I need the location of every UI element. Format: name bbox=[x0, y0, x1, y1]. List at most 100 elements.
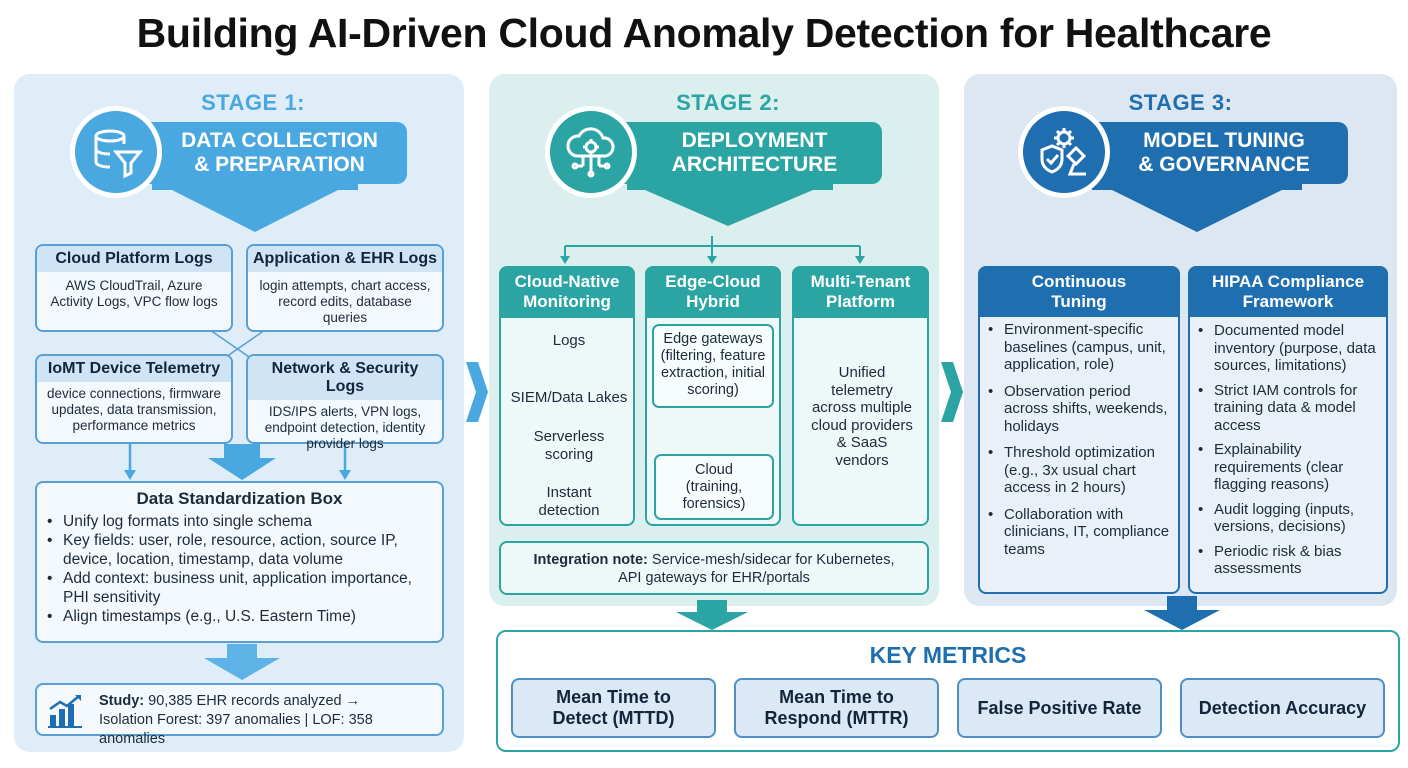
card-title: Cloud Platform Logs bbox=[37, 246, 231, 272]
arrowhead bbox=[707, 256, 717, 264]
metric-detection-accuracy: Detection Accuracy bbox=[1180, 678, 1385, 738]
card-title-line2: Monitoring bbox=[523, 292, 611, 311]
card-title: Edge-Cloud Hybrid bbox=[647, 268, 779, 318]
list-item: Add context: business unit, application … bbox=[41, 569, 436, 607]
gear-shield-gavel-icon bbox=[1018, 106, 1110, 198]
card-title-line1: Edge-Cloud bbox=[665, 272, 761, 291]
card-body: IDS/IPS alerts, VPN logs, endpoint detec… bbox=[264, 404, 426, 451]
stage3-banner-line1: MODEL TUNING bbox=[1143, 129, 1305, 152]
study-line2: Isolation Forest: 397 anomalies | LOF: 3… bbox=[99, 712, 373, 747]
flow-step: SIEM/Data Lakes bbox=[510, 389, 628, 406]
stage2-to-metrics-arrow bbox=[676, 600, 748, 630]
list-item: Collaboration with clinicians, IT, compl… bbox=[982, 506, 1174, 559]
list-item: Align timestamps (e.g., U.S. Eastern Tim… bbox=[41, 607, 436, 626]
list-item: Documented model inventory (purpose, dat… bbox=[1192, 322, 1382, 375]
card-body: device connections, firmware updates, da… bbox=[46, 386, 222, 433]
stage1-banner-line2: & PREPARATION bbox=[194, 153, 365, 176]
integration-note: Integration note: Service-mesh/sidecar f… bbox=[499, 541, 929, 595]
list-item: Environment-specific baselines (campus, … bbox=[982, 321, 1174, 374]
list-item: Strict IAM controls for training data & … bbox=[1192, 382, 1382, 435]
tuning-list: Environment-specific baselines (campus, … bbox=[980, 317, 1178, 558]
arrowhead bbox=[855, 256, 865, 264]
list-item: Audit logging (inputs, versions, decisio… bbox=[1192, 501, 1382, 536]
card-cloud-native-monitoring: Cloud-Native Monitoring Logs SIEM/Data L… bbox=[499, 266, 635, 526]
metric-line2: Respond (MTTR) bbox=[764, 708, 909, 728]
card-title: Cloud-Native Monitoring bbox=[501, 268, 633, 318]
card-title-line2: Hybrid bbox=[686, 292, 740, 311]
list-item: Observation period across shifts, weeken… bbox=[982, 383, 1174, 436]
flow-step: Serverless scoring bbox=[533, 428, 605, 463]
stage2-label: STAGE 2: bbox=[676, 90, 780, 115]
stage3-to-metrics-arrow bbox=[1144, 596, 1220, 630]
card-title-line2: Tuning bbox=[1051, 292, 1107, 311]
metric-line1: Mean Time to bbox=[556, 687, 671, 707]
study-arrow bbox=[204, 644, 280, 680]
database-filter-icon bbox=[70, 106, 162, 198]
card-title-line1: Multi-Tenant bbox=[810, 272, 911, 291]
integration-label: Integration note: bbox=[533, 552, 648, 568]
list-item: Unify log formats into single schema bbox=[41, 512, 436, 531]
arrowhead bbox=[124, 470, 136, 480]
bar-chart-icon bbox=[47, 693, 83, 729]
card-continuous-tuning: Continuous Tuning Environment-specific b… bbox=[978, 266, 1180, 594]
arrowhead bbox=[560, 256, 570, 264]
stage2-banner-arrow bbox=[627, 184, 833, 226]
arrowhead bbox=[339, 470, 351, 480]
metric-false-positive-rate: False Positive Rate bbox=[957, 678, 1162, 738]
card-application-ehr-logs: Application & EHR Logs login attempts, c… bbox=[246, 244, 444, 332]
card-multi-tenant-platform: Multi-Tenant Platform Unified telemetry … bbox=[792, 266, 929, 526]
study-text: Study: 90,385 EHR records analyzed → Iso… bbox=[99, 692, 439, 749]
card-title-line1: HIPAA Compliance bbox=[1211, 272, 1365, 291]
stage3-banner-arrow bbox=[1092, 184, 1302, 232]
card-title-line1: Continuous bbox=[1031, 272, 1127, 291]
study-label: Study: bbox=[99, 693, 145, 709]
data-standardization-box: Data Standardization Box Unify log forma… bbox=[35, 481, 444, 643]
standardization-list: Unify log formats into single schema Key… bbox=[37, 509, 442, 626]
stage3-label: STAGE 3: bbox=[1128, 90, 1233, 115]
card-title: Continuous Tuning bbox=[980, 268, 1178, 317]
stage2-banner-line1: DEPLOYMENT bbox=[681, 129, 828, 152]
list-item: Key fields: user, role, resource, action… bbox=[41, 531, 436, 569]
stage2-banner-line2: ARCHITECTURE bbox=[671, 153, 838, 176]
card-title-line2: Platform bbox=[826, 292, 895, 311]
card-iomt-device-telemetry: IoMT Device Telemetry device connections… bbox=[35, 354, 233, 444]
card-title-line1: Cloud-Native bbox=[514, 272, 620, 291]
hipaa-list: Documented model inventory (purpose, dat… bbox=[1190, 317, 1386, 578]
card-title: Multi-Tenant Platform bbox=[794, 268, 927, 318]
card-title: IoMT Device Telemetry bbox=[37, 356, 231, 382]
key-metrics-title: KEY METRICS bbox=[869, 642, 1027, 668]
stage1-to-stage2-arrow bbox=[466, 362, 488, 422]
card-body: AWS CloudTrail, Azure Activity Logs, VPC… bbox=[50, 278, 218, 309]
page-title: Building AI-Driven Cloud Anomaly Detecti… bbox=[136, 10, 1272, 56]
card-title-line2: Framework bbox=[1242, 292, 1334, 311]
metric-line1: False Positive Rate bbox=[977, 697, 1142, 718]
stage1-banner-arrow bbox=[152, 184, 358, 232]
study-box: Study: 90,385 EHR records analyzed → Iso… bbox=[35, 683, 444, 747]
list-item: Explainability requirements (clear flagg… bbox=[1192, 441, 1382, 494]
stage2-to-stage3-arrow bbox=[941, 362, 963, 422]
standardization-title: Data Standardization Box bbox=[136, 489, 343, 508]
card-title: Application & EHR Logs bbox=[248, 246, 442, 272]
card-network-security-logs: Network & Security Logs IDS/IPS alerts, … bbox=[246, 354, 444, 451]
stage1-center-arrow bbox=[208, 444, 276, 480]
multi-tenant-body: Unified telemetry across multiple cloud … bbox=[811, 364, 913, 469]
stage1-label: STAGE 1: bbox=[201, 90, 305, 115]
card-cloud-platform-logs: Cloud Platform Logs AWS CloudTrail, Azur… bbox=[35, 244, 233, 332]
card-hipaa-compliance: HIPAA Compliance Framework Documented mo… bbox=[1188, 266, 1388, 594]
cloud-box: Cloud (training, forensics) bbox=[654, 454, 774, 520]
list-item: Threshold optimization (e.g., 3x usual c… bbox=[982, 444, 1174, 497]
card-body: login attempts, chart access, record edi… bbox=[259, 278, 431, 325]
cloud-network-gear-icon bbox=[545, 106, 637, 198]
card-edge-cloud-hybrid: Edge-Cloud Hybrid Edge gateways (filteri… bbox=[645, 266, 781, 526]
integration-line1: Service-mesh/sidecar for Kubernetes, bbox=[651, 552, 895, 568]
card-title: Network & Security Logs bbox=[248, 356, 442, 400]
flow-step: Logs bbox=[552, 332, 586, 349]
metric-line1: Detection Accuracy bbox=[1198, 697, 1367, 718]
stage3-banner-line2: & GOVERNANCE bbox=[1138, 153, 1310, 176]
stage1-banner-line1: DATA COLLECTION bbox=[181, 129, 378, 152]
edge-gateways-box: Edge gateways (filtering, feature extrac… bbox=[652, 324, 774, 408]
metric-line2: Detect (MTTD) bbox=[552, 708, 675, 728]
